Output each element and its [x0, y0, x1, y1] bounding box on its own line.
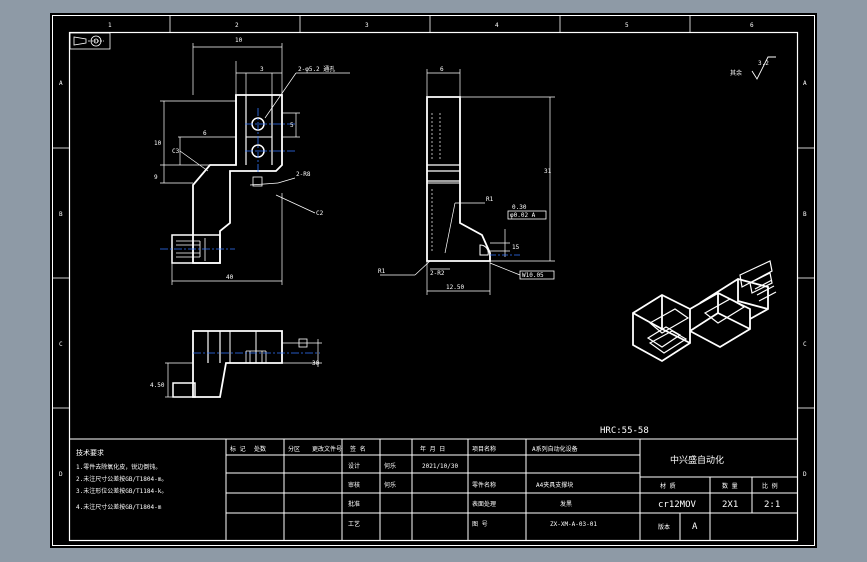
title-block — [70, 438, 798, 540]
zone-top-3: 3 — [365, 22, 369, 29]
zone-left-c: C — [59, 341, 63, 348]
tech-req-line-3: 3.未注形位公差按GB/T1184-k。 — [76, 487, 167, 495]
tb-surface: 发黑 — [560, 500, 572, 508]
zone-top-1: 1 — [108, 22, 112, 29]
tb-header-date: 年 月 日 — [420, 445, 445, 453]
side-dim-box-label: W10.05 — [522, 272, 544, 279]
zone-top-6: 6 — [750, 22, 754, 29]
dim-hole-note: 2-φ5.2 通孔 — [298, 65, 335, 73]
tb-label-drawing: 图 号 — [472, 521, 488, 528]
zone-left-d: D — [59, 471, 63, 478]
tb-drawing-no: ZX-XM-A-03-01 — [550, 521, 597, 528]
tech-req-line-1: 1.零件去除氧化皮，锐边倒钝。 — [76, 463, 161, 471]
zone-right-b: B — [803, 211, 807, 218]
front-view — [160, 43, 350, 285]
tech-req-line-4: 4.未注尺寸公差按GB/T1804-m — [76, 503, 162, 511]
tb-header-change: 更改文件号 — [312, 445, 342, 453]
side-dim-tol-upper: 0.30 — [512, 204, 527, 211]
tb-company: 中兴盛自动化 — [670, 454, 724, 466]
outer-frame — [52, 15, 815, 546]
tb-label-project: 项目名称 — [472, 445, 496, 453]
dim-offset-6: 6 — [203, 130, 207, 137]
tb-row-check: 审核 — [348, 481, 360, 489]
dim-height-total: 10 — [154, 140, 162, 147]
side-dim-r1-upper: R1 — [486, 196, 494, 203]
drawing-sheet: 1 2 3 4 5 6 A B C D A B C D 3.2 其余 — [50, 13, 817, 548]
tb-header-mark: 标 记 — [230, 445, 246, 453]
tb-header-count: 处数 — [254, 445, 266, 453]
roughness-symbol-icon — [751, 56, 776, 80]
tb-row-design: 设计 — [348, 462, 360, 470]
tb-col-qty: 数 量 — [722, 482, 738, 490]
dim-left-9: 9 — [154, 174, 158, 181]
roughness-prefix: 其余 — [730, 69, 742, 77]
tb-material: cr12MOV — [658, 500, 697, 510]
side-dim-height: 31 — [544, 168, 552, 175]
tb-row-process: 工艺 — [348, 520, 360, 528]
bottom-dim-right: 30 — [312, 360, 320, 367]
tb-header-zone: 分区 — [288, 445, 300, 453]
tb-label-version: 版本 — [658, 523, 670, 531]
zone-top-2: 2 — [235, 22, 239, 29]
tb-label-surface: 表面处理 — [472, 500, 496, 508]
side-dim-top: 6 — [440, 66, 444, 73]
tb-version: A — [692, 522, 698, 532]
zone-ticks — [53, 16, 814, 409]
isometric-view — [632, 260, 777, 363]
tech-req-line-2: 2.未注尺寸公差按GB/T1804-m。 — [76, 475, 167, 483]
dim-chamfer: C3 — [172, 148, 180, 155]
dim-c2: C2 — [316, 210, 324, 217]
tb-col-scale: 比 例 — [762, 482, 778, 490]
dim-bottom-width: 40 — [226, 274, 234, 281]
bottom-view — [165, 330, 322, 398]
zone-right-d: D — [803, 471, 807, 478]
side-dim-tol-box: φ0.02 A — [510, 212, 536, 219]
tb-date: 2021/10/30 — [422, 463, 459, 470]
tb-label-part: 零件名称 — [472, 481, 496, 489]
side-view — [380, 69, 555, 295]
projection-symbol-icon — [69, 32, 111, 50]
tb-part: A4夹具支撑块 — [536, 481, 573, 489]
tb-project: A系列自动化设备 — [532, 445, 578, 453]
zone-right-a: A — [803, 80, 807, 87]
side-dim-bottom: 12.50 — [446, 284, 464, 291]
roughness-value: 3.2 — [758, 60, 769, 67]
zone-left-b: B — [59, 211, 63, 218]
bottom-dim-left: 4.50 — [150, 382, 165, 389]
zone-top-4: 4 — [495, 22, 499, 29]
zone-top-5: 5 — [625, 22, 629, 29]
hardness-note: HRC:55-58 — [600, 426, 649, 436]
tech-req-title: 技术要求 — [76, 448, 104, 457]
tb-checker: 何乐 — [384, 481, 396, 489]
tb-qty: 2X1 — [722, 500, 738, 510]
dim-pitch: 5 — [290, 122, 294, 129]
dim-r8: 2-R8 — [296, 171, 311, 178]
tb-designer: 何乐 — [384, 462, 396, 470]
cad-drawing: 1 2 3 4 5 6 A B C D A B C D 3.2 其余 — [52, 15, 815, 546]
tb-col-material: 材 质 — [660, 482, 676, 490]
dim-inner: 3 — [260, 66, 264, 73]
tb-scale: 2:1 — [764, 500, 780, 510]
side-dim-r2: 2-R2 — [430, 270, 445, 277]
dim-top-width: 10 — [235, 37, 243, 44]
inner-frame — [68, 31, 799, 542]
zone-right-c: C — [803, 341, 807, 348]
tb-header-sign: 签 名 — [350, 445, 366, 453]
side-dim-15: 15 — [512, 244, 520, 251]
side-dim-r1-lower: R1 — [378, 268, 386, 275]
tb-row-approve: 批准 — [348, 500, 360, 508]
zone-left-a: A — [59, 80, 63, 87]
